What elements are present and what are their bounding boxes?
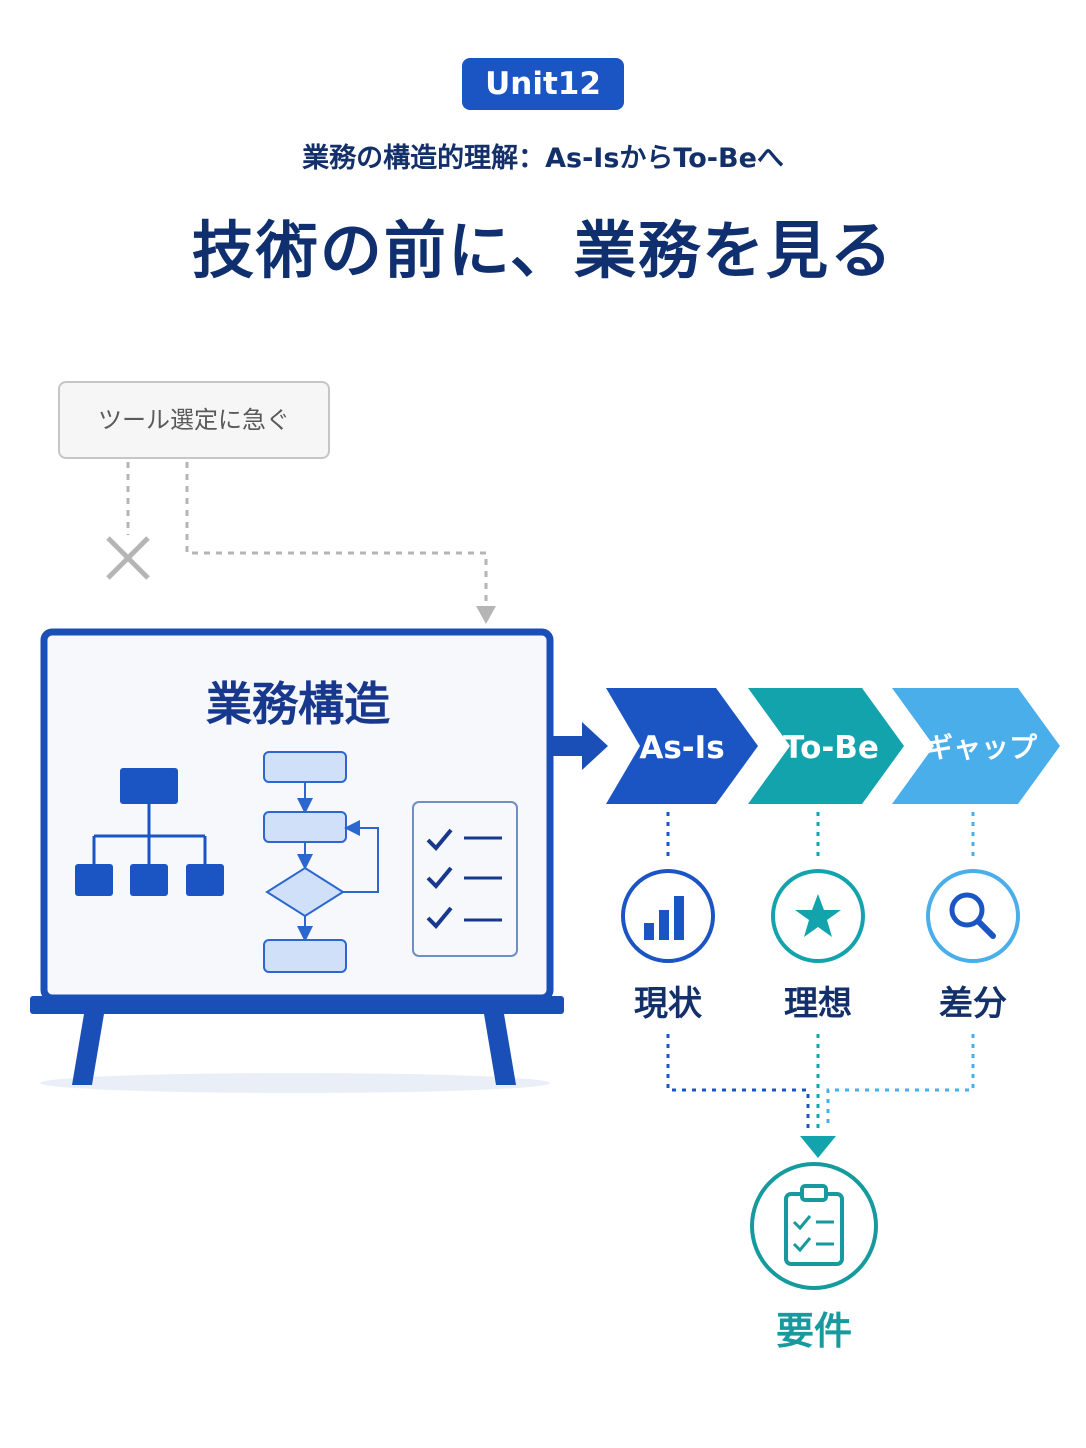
step-chevrons [606,688,1060,804]
step-as-is-shape [606,688,758,804]
step-gap-meaning: 差分 [939,984,1007,1024]
magnifier-icon [926,869,1020,963]
step-gap-shape [892,688,1060,804]
unit-badge: Unit12 [462,58,624,110]
rejected-path-connector [106,462,496,624]
checklist-icon [412,801,518,957]
org-chart-icon [75,768,224,896]
step-as-is-label: As-Is [639,730,725,766]
step-to-be-label: To-Be [783,730,879,766]
cross-icon [106,536,150,580]
right-arrow-icon [552,722,608,770]
page-title: 技術の前に、業務を見る [191,214,895,287]
down-arrow-icon [800,1136,836,1158]
converging-connectors [666,1034,975,1158]
board-title: 業務構造 [206,677,390,731]
result-label: 要件 [775,1309,852,1353]
down-arrow-icon [476,606,496,624]
rejected-approach-note: ツール選定に急ぐ [58,381,330,459]
step-as-is-meaning: 現状 [634,984,702,1024]
step-to-be-shape [748,688,904,804]
star-icon [771,869,865,963]
step-to-be-meaning: 理想 [784,984,852,1024]
clipboard-checklist-icon [750,1162,878,1290]
flowchart-icon [263,751,379,973]
bar-chart-icon [621,869,715,963]
whiteboard [30,628,564,1093]
page-subtitle: 業務の構造的理解：As-IsからTo-Beへ [302,143,784,174]
step-gap-label: ギャップ [924,731,1037,764]
